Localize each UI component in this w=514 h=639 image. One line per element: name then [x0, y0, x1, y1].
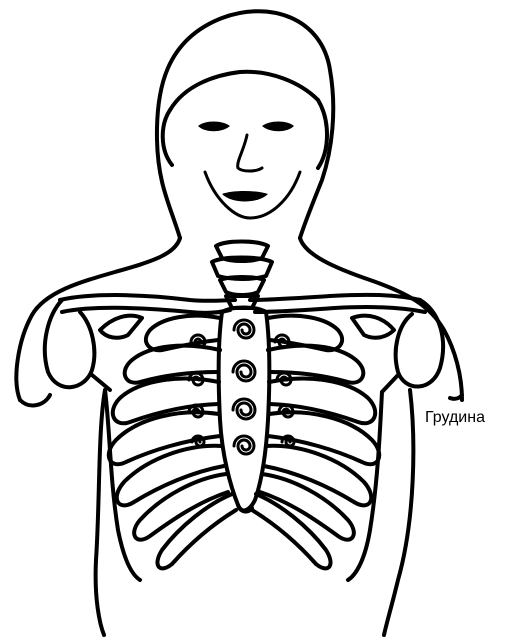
spiral-icon — [233, 361, 255, 381]
nose — [238, 135, 262, 171]
spiral-icon — [233, 399, 255, 419]
spiral-icon — [234, 436, 254, 454]
mouth — [222, 191, 268, 202]
sternum-label: Грудина — [425, 409, 485, 427]
left-eye-icon — [198, 122, 230, 132]
right-ribs — [252, 316, 382, 580]
left-ribs — [105, 316, 236, 580]
spiral-icon — [234, 320, 254, 338]
head — [157, 11, 333, 238]
right-eye-icon — [262, 122, 294, 132]
